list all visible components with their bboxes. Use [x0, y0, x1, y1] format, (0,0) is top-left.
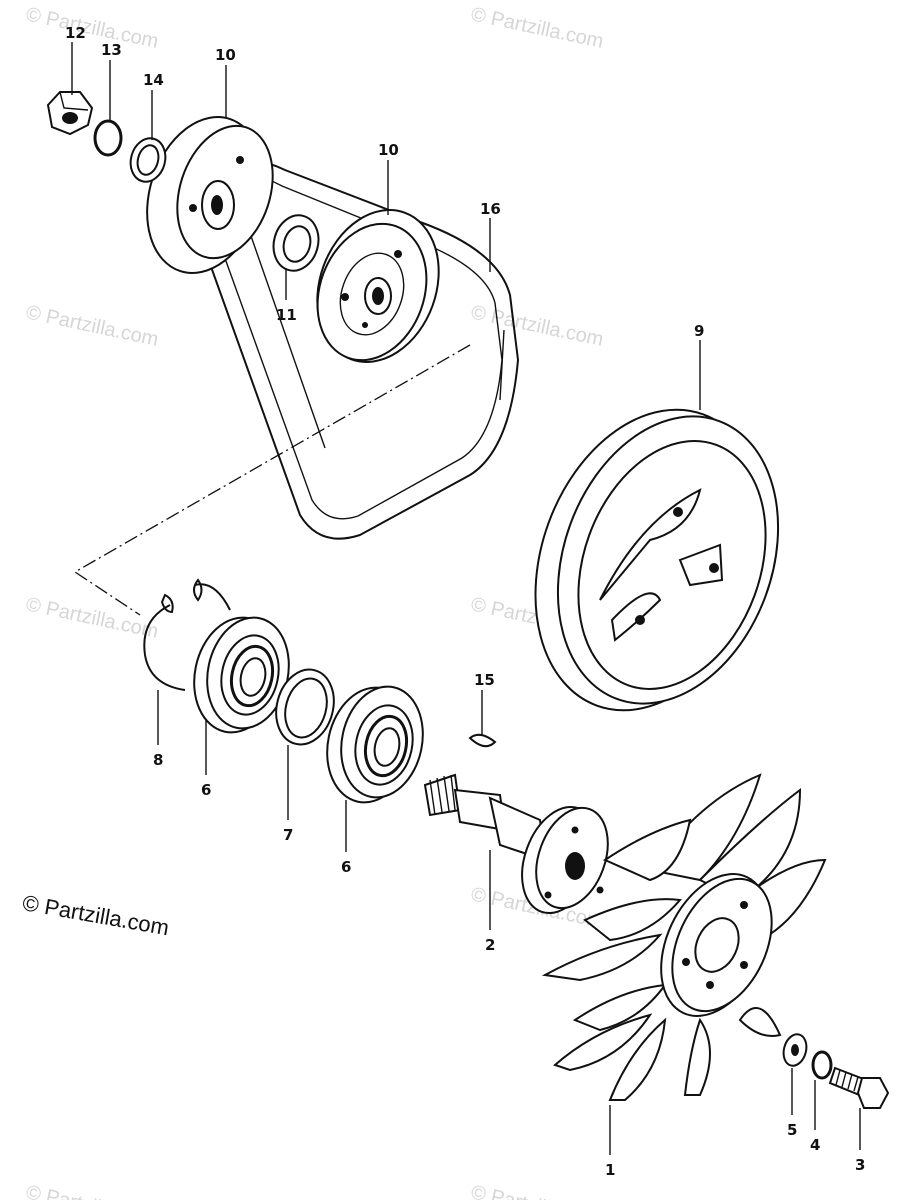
watermark: © Partzilla.com	[24, 1181, 160, 1200]
leader-lines	[71, 42, 861, 1155]
callout-4: 4	[810, 1136, 820, 1154]
callout-11: 11	[276, 306, 297, 324]
callout-2: 2	[485, 936, 495, 954]
callout-8: 8	[153, 751, 163, 769]
callouts: 12 13 14 10 10 16 11 9 8 6 7 6 15 2 1 5 …	[65, 24, 865, 1179]
callout-14: 14	[143, 71, 164, 89]
watermark: © Partzilla.com	[469, 301, 605, 351]
assembly-centerline	[73, 344, 471, 616]
washer-part-11	[272, 214, 320, 272]
pulley-part-10-center	[316, 209, 440, 363]
pulley-part-10-upper	[146, 116, 274, 274]
callout-10-upper: 10	[215, 46, 236, 64]
bolt-part-3	[828, 1066, 890, 1109]
callout-12: 12	[65, 24, 86, 42]
bearing-part-6-right	[326, 685, 424, 804]
callout-10-center: 10	[378, 141, 399, 159]
nut-part-12	[46, 91, 94, 136]
fan-part-1	[541, 773, 827, 1101]
callout-5: 5	[787, 1121, 797, 1139]
callout-9: 9	[694, 322, 704, 340]
callout-15: 15	[474, 671, 495, 689]
washer-part-14	[129, 137, 167, 183]
callout-13: 13	[101, 41, 122, 59]
o-ring-part-7	[275, 668, 335, 746]
callout-7: 7	[283, 826, 293, 844]
watermark: © Partzilla.com	[469, 1181, 605, 1200]
key-part-15	[468, 733, 497, 748]
callout-16: 16	[480, 200, 501, 218]
bearing-part-6-left	[193, 616, 290, 734]
watermark: © Partzilla.com	[24, 593, 160, 643]
callout-1: 1	[605, 1161, 615, 1179]
washer-part-5	[782, 1033, 808, 1067]
lock-washer-part-13	[93, 119, 123, 157]
watermark: © Partzilla.com	[24, 3, 160, 53]
callout-6-left: 6	[201, 781, 211, 799]
watermark: © Partzilla.com	[24, 301, 160, 351]
lock-washer-part-4	[811, 1050, 833, 1080]
watermarks: © Partzilla.com © Partzilla.com © Partzi…	[24, 3, 605, 1200]
shaft-part-2	[423, 773, 609, 915]
circlip-part-8	[143, 578, 231, 691]
pulley-part-9	[534, 408, 780, 712]
callout-3: 3	[855, 1156, 865, 1174]
callout-6-right: 6	[341, 858, 351, 876]
watermark: © Partzilla.com	[469, 3, 605, 53]
